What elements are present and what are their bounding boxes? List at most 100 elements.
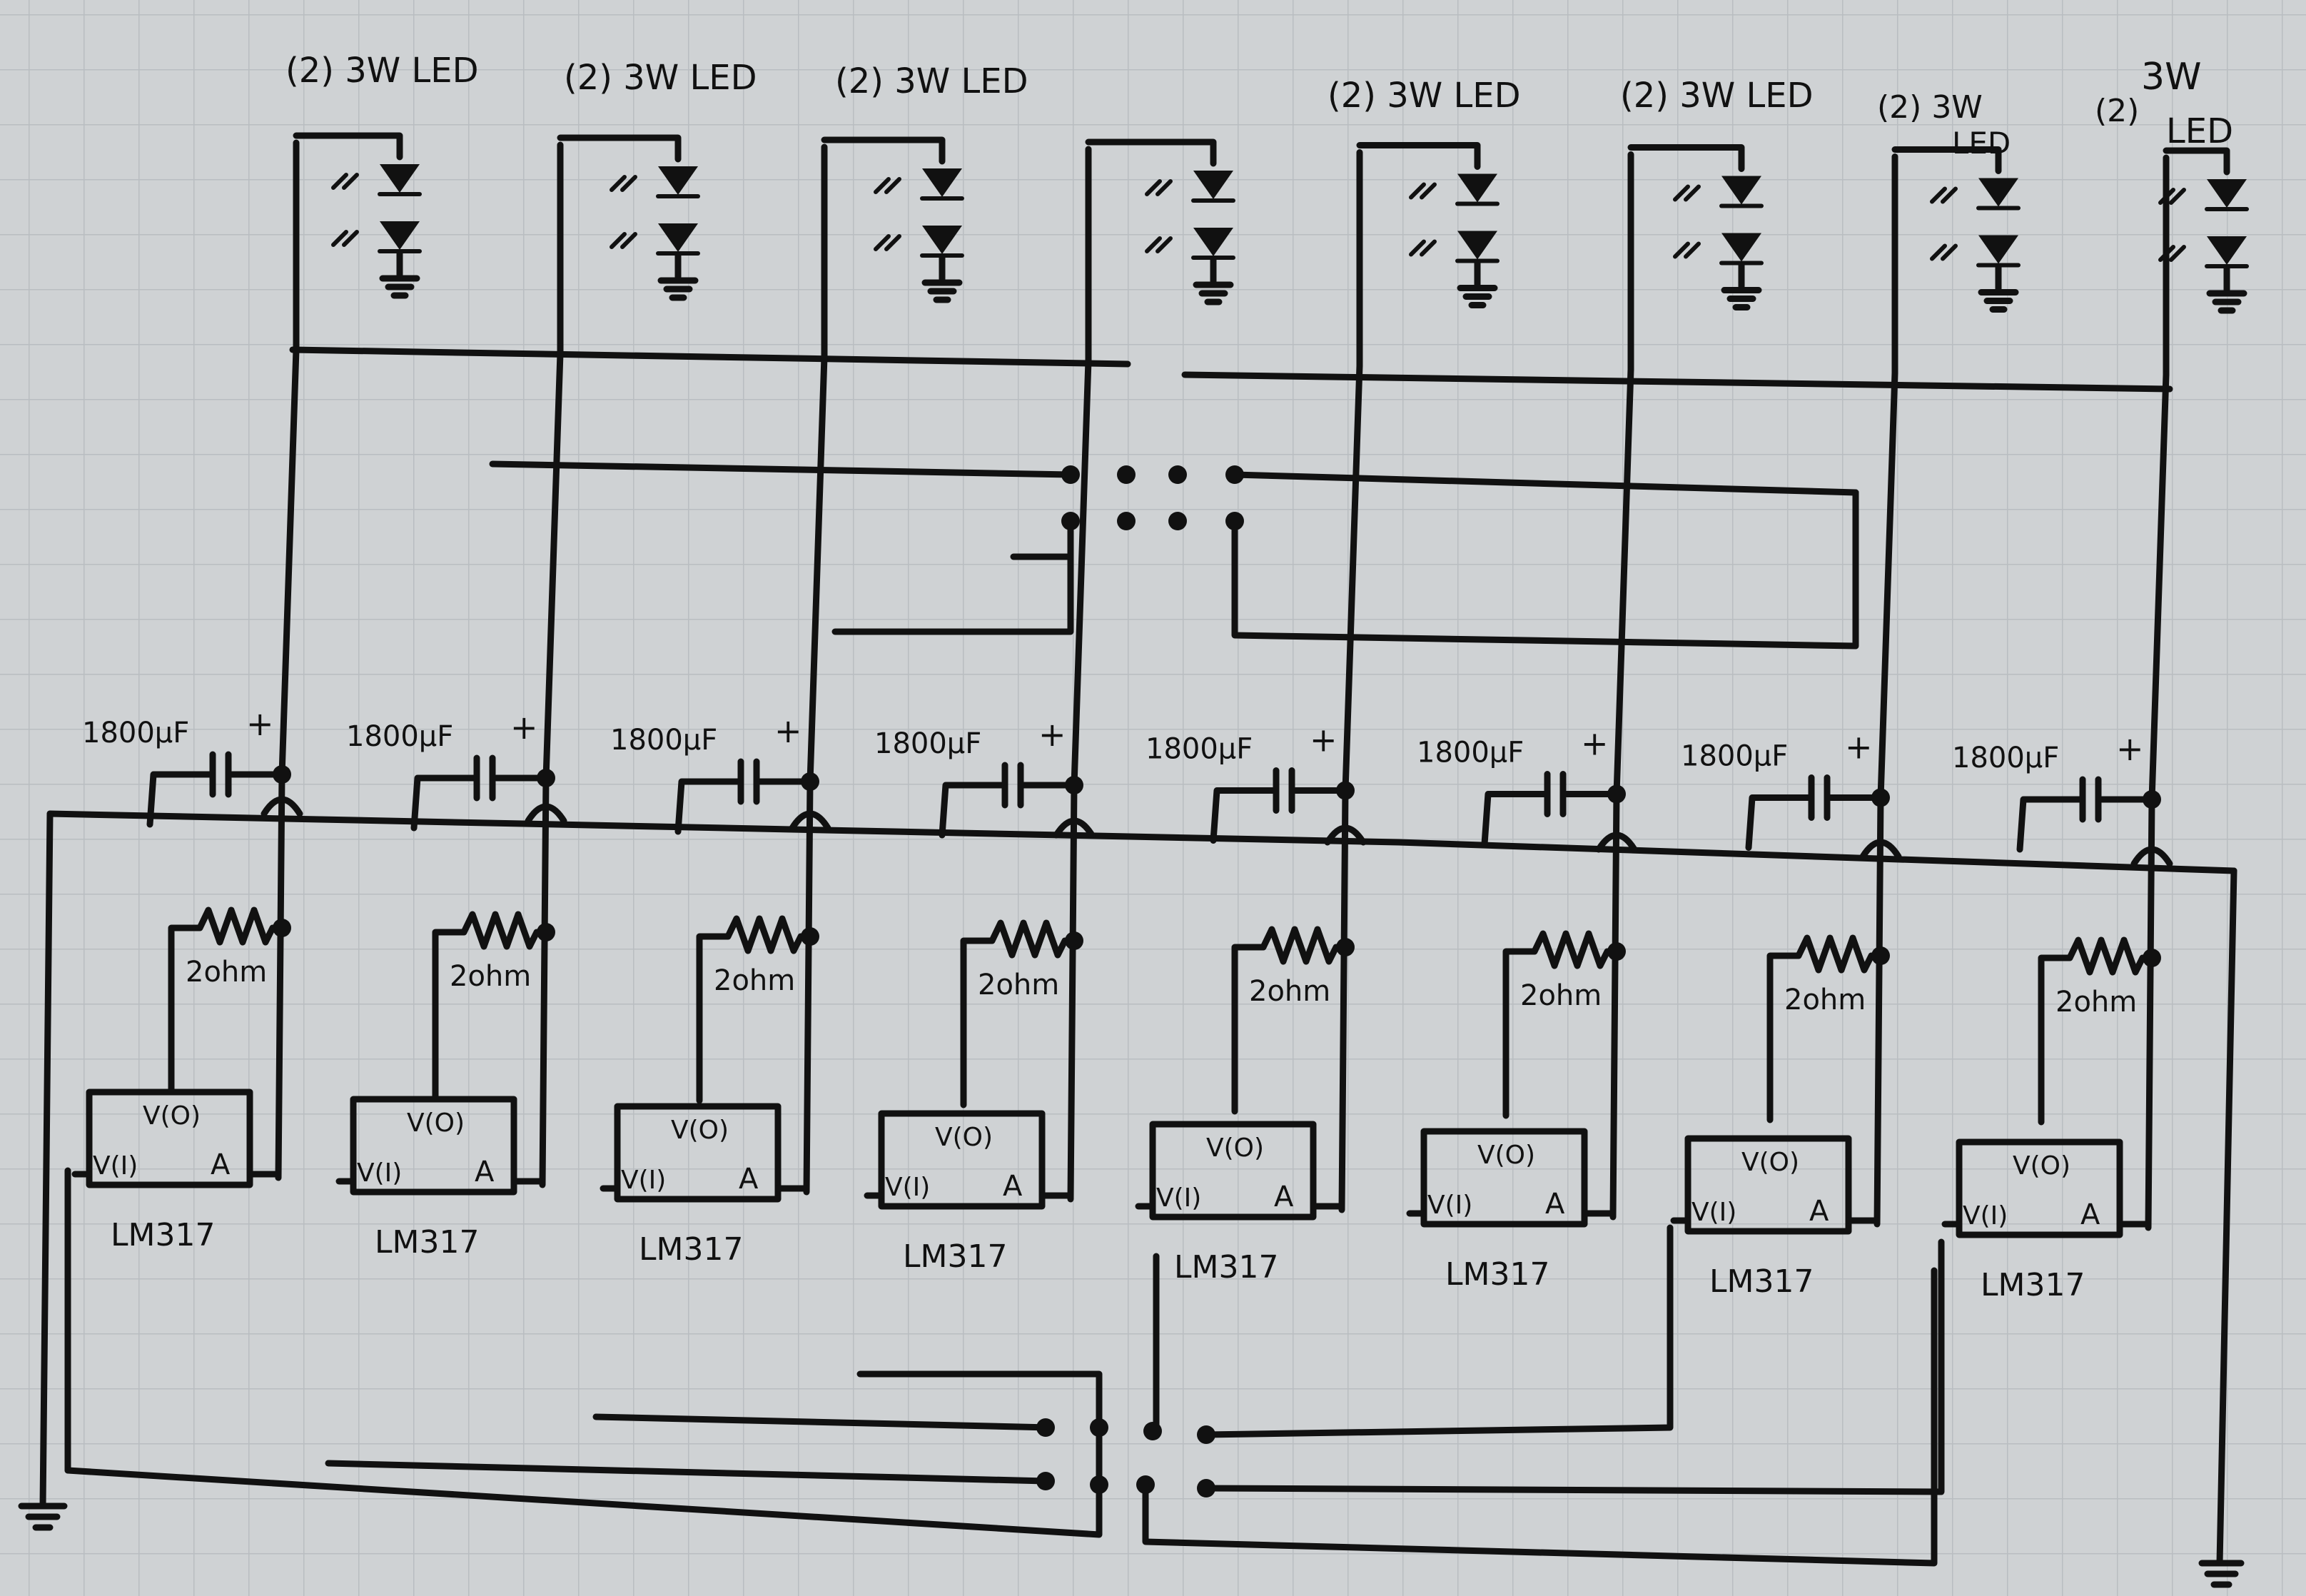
led-light-rays — [1673, 241, 1701, 259]
led-feed-wire — [557, 134, 682, 357]
switch-dot — [1117, 465, 1136, 484]
led-ground-icon — [1978, 264, 2019, 313]
led-ground-icon — [921, 254, 963, 303]
resistor-label: 2ohm — [978, 969, 1059, 1001]
ground-symbols — [18, 1502, 2245, 1588]
resistor-label: 2ohm — [1249, 975, 1330, 1008]
pin-adj-label: A — [1809, 1195, 1829, 1228]
resistor-symbol — [2038, 936, 2155, 1126]
ground-bus-mid — [46, 810, 2237, 874]
pin-vin-label: V(I) — [621, 1166, 666, 1195]
led-label-6b: LED — [1952, 126, 2011, 161]
ground-symbol-left — [18, 1502, 68, 1531]
junction-dot — [1607, 784, 1626, 804]
led-label-7b: LED — [2166, 111, 2233, 151]
led-diode-symbol — [1978, 235, 2018, 264]
led-light-rays — [1930, 243, 1958, 261]
junction-dot — [1336, 938, 1355, 956]
led-feed-wire — [1356, 142, 1481, 369]
input-bus-3 — [64, 1431, 1103, 1538]
pin-vout-label: V(O) — [407, 1108, 465, 1138]
switch-contacts — [1036, 465, 1244, 1497]
switch-dot — [1036, 1418, 1055, 1437]
junction-dot — [1336, 781, 1355, 800]
junction-dot — [1065, 776, 1083, 794]
led-diode-symbol — [1721, 176, 1761, 205]
led-diode-symbol — [922, 226, 962, 254]
led-light-rays — [1409, 182, 1437, 200]
lm317-body — [86, 1089, 253, 1188]
capacitor-label: 1800µF — [1681, 740, 1788, 773]
input-bus-4 — [856, 1370, 1103, 1428]
wire-crossover — [1053, 817, 1096, 839]
ground-drop-right — [2216, 867, 2237, 1567]
led-ground-icon — [379, 250, 420, 299]
lm317-body — [878, 1110, 1046, 1210]
resistor-label: 2ohm — [2055, 986, 2137, 1019]
resistor-symbol — [696, 915, 814, 1104]
led-label-5: (2) 3W LED — [1620, 76, 1814, 116]
led-diode-symbol — [1457, 173, 1497, 203]
resistor-symbol — [168, 906, 285, 1096]
resistor-symbol — [432, 911, 550, 1100]
resistor-label: 2ohm — [1784, 984, 1866, 1016]
led-return-bus-right — [1181, 371, 2173, 393]
led-light-rays — [1409, 239, 1437, 257]
led-light-rays — [1673, 184, 1701, 202]
switch-dot — [1061, 512, 1080, 530]
led-diode-symbol — [658, 223, 698, 252]
junction-dot — [1871, 946, 1890, 965]
resistor-symbol — [1502, 930, 1620, 1119]
led-label-group: (2) 3W LED (2) 3W LED (2) 3W LED (2) 3W … — [285, 51, 2233, 161]
led-light-rays — [610, 232, 637, 249]
wire-crossover — [525, 803, 567, 824]
switch-dot — [1061, 465, 1080, 484]
capacitor-plates — [1273, 767, 1295, 814]
led-diode-symbol — [658, 166, 698, 195]
input-bus-7 — [1142, 1267, 1938, 1567]
lm317-part-label: LM317 — [1709, 1263, 1814, 1300]
pin-vin-label: V(I) — [1691, 1198, 1736, 1227]
led-diode-symbol — [2207, 179, 2247, 208]
bus-lines — [39, 346, 2237, 1567]
junction-dot — [1607, 942, 1626, 961]
switch-dot — [1225, 512, 1244, 530]
lm317-part-label: LM317 — [1981, 1267, 2085, 1303]
switch-dot — [1197, 1425, 1215, 1444]
pin-vout-label: V(O) — [2013, 1151, 2070, 1181]
lm317-part-label: LM317 — [111, 1217, 215, 1253]
output-wire — [275, 346, 300, 1181]
led-diode-symbol — [1193, 228, 1233, 256]
capacitor-polarity: + — [1581, 724, 1609, 763]
regulator-stages: 1800µF+2ohmV(O)V(I)ALM3171800µF+2ohmV(O)… — [71, 132, 2249, 1303]
pin-adj-label: A — [2080, 1198, 2100, 1231]
lm317-body — [1956, 1138, 2123, 1238]
lm317-part-label: LM317 — [639, 1231, 743, 1268]
led-label-2: (2) 3W LED — [564, 58, 757, 98]
led-light-rays — [874, 177, 901, 194]
junction-dot — [273, 919, 291, 937]
led-label-4: (2) 3W LED — [1328, 76, 1521, 116]
led-ground-icon — [1721, 262, 1762, 310]
switch-dot — [1090, 1418, 1108, 1437]
pin-vout-label: V(O) — [1741, 1148, 1799, 1177]
pin-vin-label: V(I) — [885, 1173, 930, 1202]
pin-adj-label: A — [1003, 1170, 1023, 1203]
wire-crossover — [1595, 832, 1638, 853]
pin-vout-label: V(O) — [1477, 1141, 1535, 1170]
pin-vout-label: V(O) — [1206, 1133, 1264, 1163]
switch-dot — [1117, 512, 1136, 530]
switch-dot — [1036, 1472, 1055, 1490]
capacitor-label: 1800µF — [82, 717, 189, 749]
junction-dot — [1065, 931, 1083, 950]
wire-crossover — [1859, 839, 1902, 860]
capacitor-polarity: + — [1310, 721, 1337, 759]
switch-line-a — [489, 460, 1074, 478]
led-diode-symbol — [2207, 236, 2247, 265]
switch-dot — [1225, 465, 1244, 484]
lm317-body — [1684, 1135, 1852, 1235]
